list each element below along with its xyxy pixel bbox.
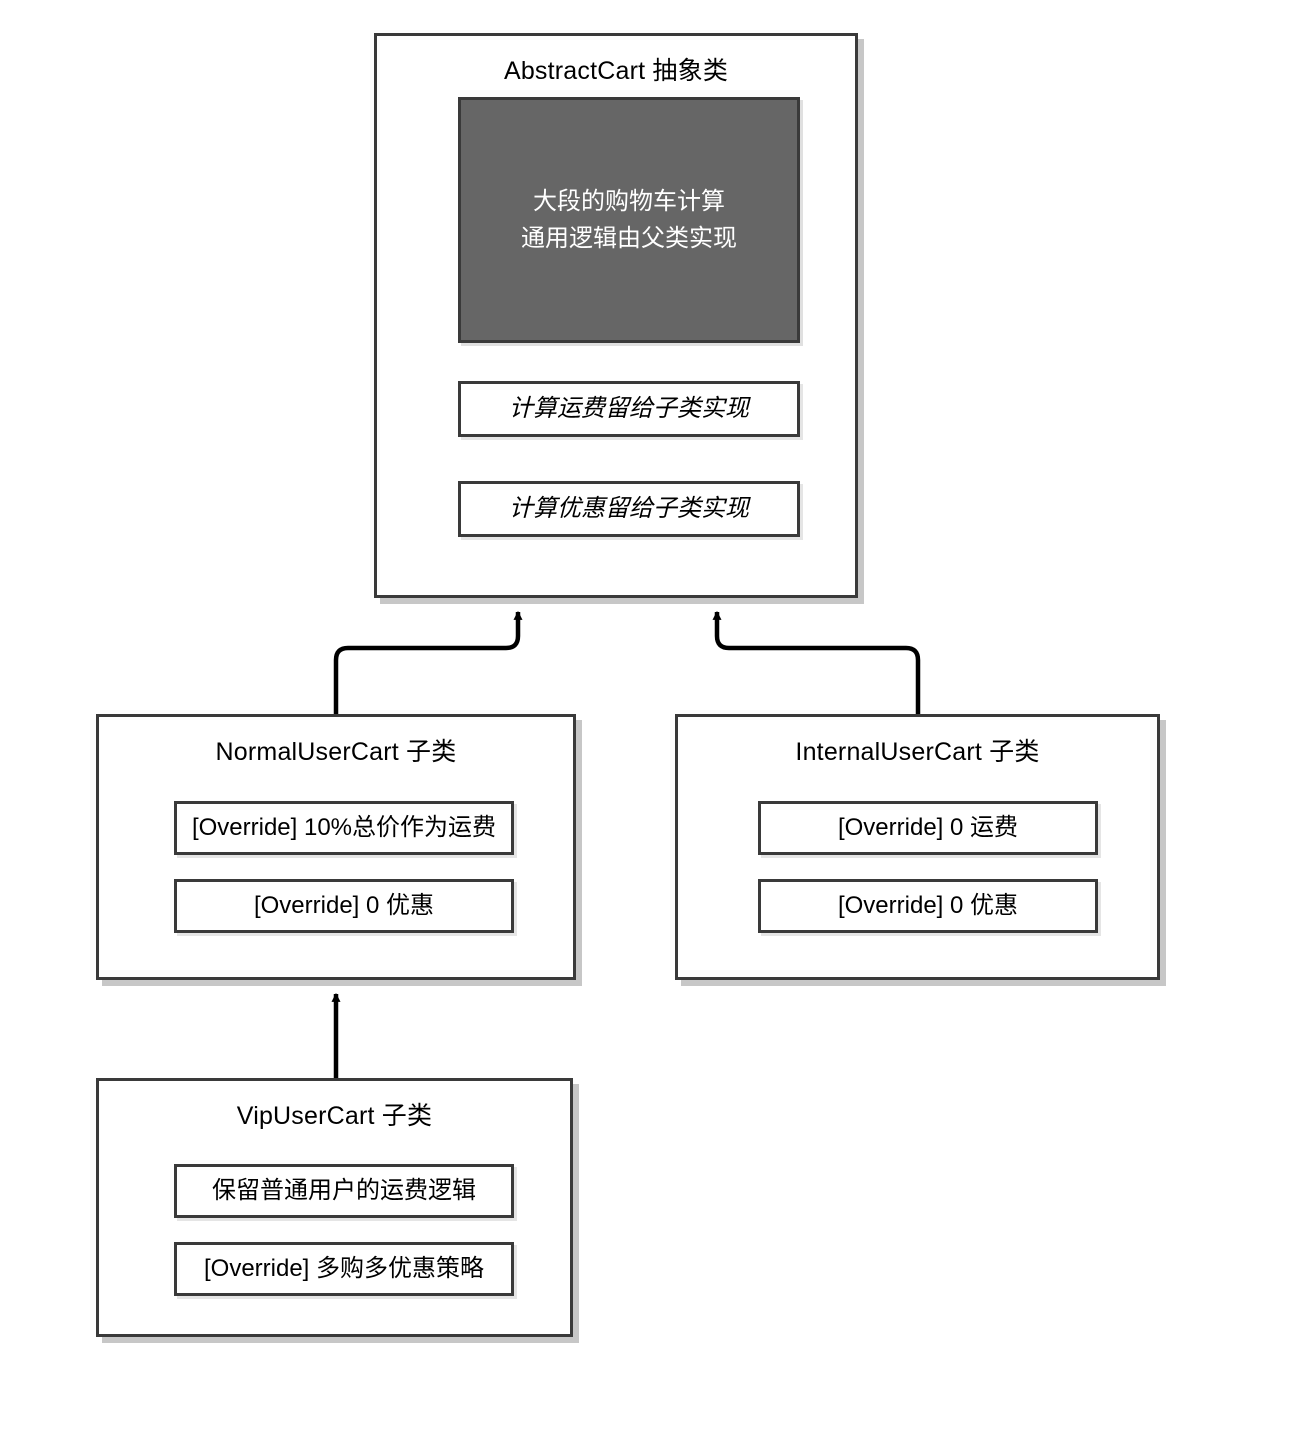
- class-box-abstractcart[interactable]: AbstractCart 抽象类 大段的购物车计算 通用逻辑由父类实现 计算运费…: [374, 33, 858, 598]
- logic-panel-line-2: 通用逻辑由父类实现: [521, 225, 737, 252]
- class-title-internalusercart: InternalUserCart 子类: [795, 738, 1040, 766]
- class-box-normalusercart[interactable]: NormalUserCart 子类 [Override] 10%总价作为运费 […: [96, 714, 576, 980]
- inherited-logic-panel: 大段的购物车计算 通用逻辑由父类实现: [458, 97, 800, 343]
- method-normalusercart-shipping[interactable]: [Override] 10%总价作为运费: [174, 801, 514, 855]
- class-box-vipusercart[interactable]: VipUserCart 子类 保留普通用户的运费逻辑 [Override] 多购…: [96, 1078, 573, 1337]
- method-internalusercart-shipping[interactable]: [Override] 0 运费: [758, 801, 1098, 855]
- class-title-abstractcart: AbstractCart 抽象类: [503, 57, 729, 85]
- edge-normalusercart-to-abstractcart: [333, 610, 523, 714]
- method-abstract-discount[interactable]: 计算优惠留给子类实现: [458, 481, 800, 537]
- method-vipusercart-shipping[interactable]: 保留普通用户的运费逻辑: [174, 1164, 514, 1218]
- edge-internalusercart-to-abstractcart: [712, 610, 921, 714]
- logic-panel-line-1: 大段的购物车计算: [533, 187, 725, 215]
- method-normalusercart-discount[interactable]: [Override] 0 优惠: [174, 879, 514, 933]
- method-internalusercart-discount[interactable]: [Override] 0 优惠: [758, 879, 1098, 933]
- method-abstract-shipping[interactable]: 计算运费留给子类实现: [458, 381, 800, 437]
- class-title-vipusercart: VipUserCart 子类: [236, 1102, 433, 1130]
- class-box-internalusercart[interactable]: InternalUserCart 子类 [Override] 0 运费 [Ove…: [675, 714, 1160, 980]
- method-vipusercart-discount[interactable]: [Override] 多购多优惠策略: [174, 1242, 514, 1296]
- class-title-normalusercart: NormalUserCart 子类: [215, 738, 457, 766]
